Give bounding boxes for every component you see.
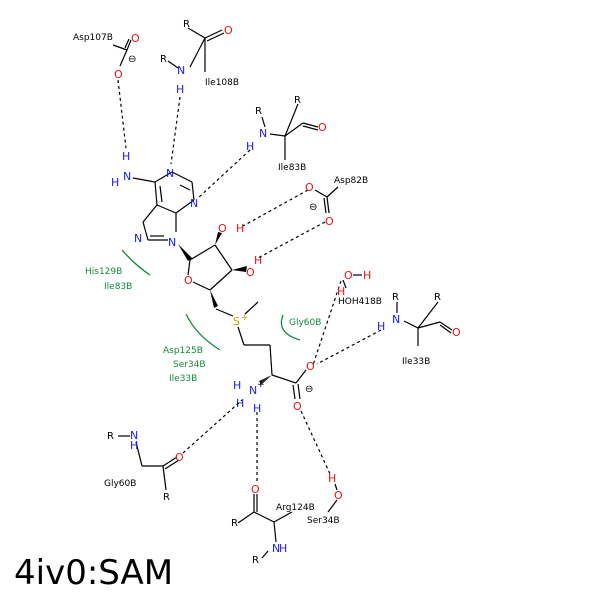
atom-sulfur: S [233, 315, 240, 328]
gly60b-o: O [175, 451, 184, 464]
ile108b-r2: R [160, 54, 167, 65]
hydrophobic-label-ser34b: Ser34B [173, 360, 206, 370]
asp82b-charge: ⊖ [309, 202, 317, 213]
atom-o3: O [246, 266, 255, 279]
residue-gly60b: R N H O R Gly60B [104, 429, 184, 503]
diagram-title: 4iv0:SAM [14, 553, 173, 593]
residue-hoh418b: O H H HOH418B [337, 269, 382, 307]
residue-label-ile33b-right: Ile33B [402, 357, 430, 367]
ile33b-r2: R [434, 292, 441, 303]
atom-amine-h2: H [236, 397, 244, 410]
residue-arg124b: R O Arg124B N H R [231, 483, 315, 566]
gly60b-r1: R [107, 431, 114, 442]
arg124b-n: N [272, 542, 280, 555]
residue-ile108b: R O R N H Ile108B [160, 19, 239, 96]
hydrophobic-label-his129b: His129B [85, 267, 122, 277]
ile83b-o: O [318, 121, 327, 134]
atom-amine-n: N [249, 384, 257, 397]
atom-n6-h1: H [122, 150, 130, 163]
hydrophobic-label-asp125b: Asp125B [163, 346, 203, 356]
ile33b-n: N [392, 313, 400, 326]
ile83b-r1: R [255, 106, 262, 117]
residue-asp82b: Asp82B O O ⊖ [305, 176, 368, 228]
residue-label-asp107b: Asp107B [73, 33, 113, 43]
residue-asp107b: Asp107B O O ⊖ [73, 32, 140, 81]
atom-ribose-o: O [184, 274, 193, 287]
ligand-atoms: N N N N N H H O O H O H S + N + H H H O … [111, 150, 315, 415]
hoh-h1: H [363, 269, 371, 282]
residue-label-ile83b-top: Ile83B [278, 163, 306, 173]
hoh-h2: H [337, 285, 345, 298]
asp107b-charge: ⊖ [128, 54, 136, 65]
gly60b-h: H [130, 439, 138, 452]
residue-ile83b-top: R R O N H Ile83B [246, 95, 327, 173]
ile83b-n: N [259, 127, 267, 140]
ile33b-o: O [452, 326, 461, 339]
residue-ser34b: H O Ser34B [307, 472, 343, 526]
ile108b-o: O [224, 24, 233, 37]
atom-n6: N [123, 170, 131, 183]
ile33b-r1: R [392, 292, 399, 303]
residue-label-asp82b: Asp82B [334, 176, 368, 186]
arg124b-h: H [279, 542, 287, 555]
atom-n7: N [134, 232, 142, 245]
ile83b-r2: R [294, 95, 301, 106]
atom-n3: N [190, 197, 198, 210]
atom-o2: O [218, 222, 227, 235]
atom-n6-h2: H [111, 176, 119, 189]
gly60b-r2: R [163, 492, 170, 503]
atom-n9: N [168, 236, 176, 249]
atom-carboxyl-o2: O [293, 400, 302, 413]
hydrogen-bonds [117, 79, 382, 484]
ile83b-h: H [246, 140, 254, 153]
residue-label-arg124b: Arg124B [276, 503, 315, 513]
residue-label-gly60b: Gly60B [104, 479, 136, 489]
gly60b-n: N [130, 429, 138, 442]
hoh-o: O [344, 269, 353, 282]
atom-amine-charge: + [257, 380, 265, 390]
hydrophobic-label-ile83b: Ile83B [104, 282, 132, 292]
asp82b-o1: O [305, 181, 314, 194]
ser34b-o: O [334, 489, 343, 502]
atom-amine-h1: H [233, 379, 241, 392]
asp82b-o2: O [325, 215, 334, 228]
residue-label-ser34b: Ser34B [307, 516, 340, 526]
atom-amine-h3: H [253, 402, 261, 415]
ser34b-h: H [328, 472, 336, 485]
ligand-bonds [132, 171, 307, 400]
atom-o2-h: H [236, 222, 244, 235]
ile108b-r1: R [183, 19, 190, 30]
residue-label-hoh418b: HOH418B [338, 297, 382, 307]
hydrophobic-contacts: His129B Ile83B Asp125B Ser34B Ile33B Gly… [85, 249, 321, 384]
arg124b-r2: R [252, 555, 259, 566]
atom-o3-h: H [254, 254, 262, 267]
asp107b-o2: O [114, 68, 123, 81]
atom-sulfur-charge: + [241, 313, 249, 323]
hydrophobic-label-ile33b: Ile33B [169, 374, 197, 384]
ile108b-n: N [177, 64, 185, 77]
ile108b-h: H [176, 83, 184, 96]
ile33b-h: H [377, 320, 385, 333]
atom-carboxyl-o1: O [306, 360, 315, 373]
atom-n1: N [166, 167, 174, 180]
residue-label-ile108b: Ile108B [205, 78, 239, 88]
arg124b-r1: R [231, 518, 238, 529]
arg124b-o: O [251, 483, 260, 496]
hydrophobic-label-gly60b: Gly60B [289, 318, 321, 328]
asp107b-o1: O [131, 32, 140, 45]
residue-ile33b-right: R R N H O Ile33B [377, 292, 461, 367]
atom-carboxyl-charge: ⊖ [305, 384, 313, 395]
